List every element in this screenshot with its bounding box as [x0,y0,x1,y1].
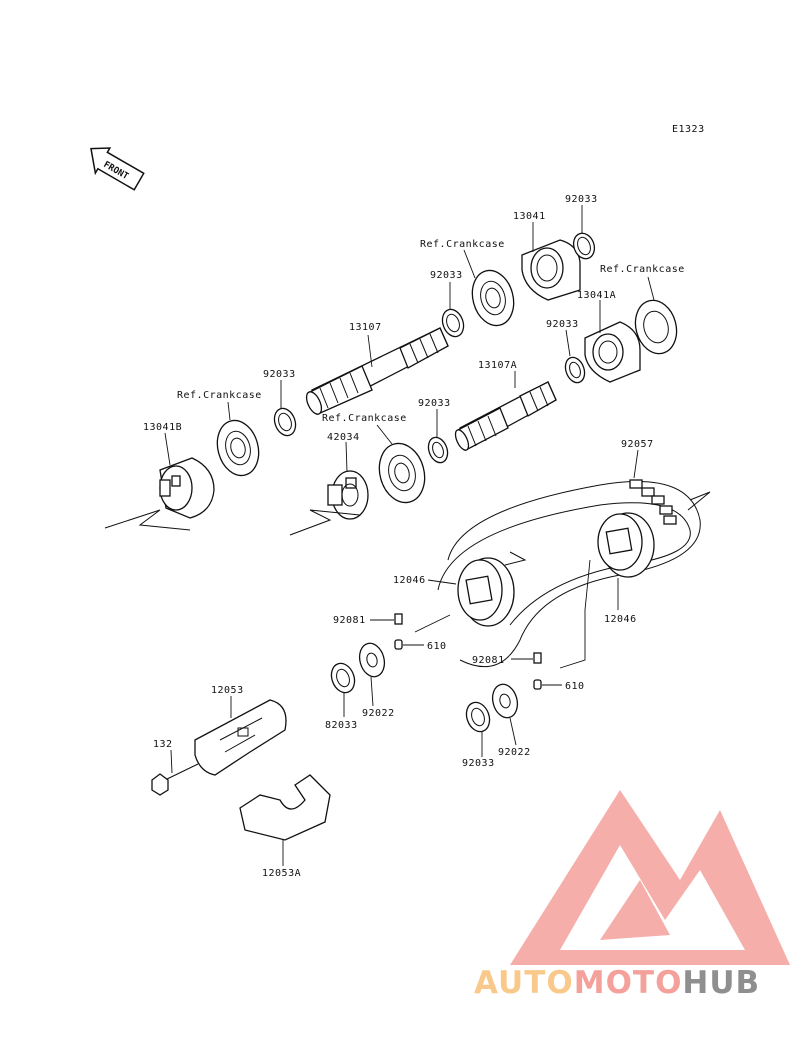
chain-92057 [437,479,711,668]
shaft-13107a [454,381,557,451]
label-12053: 12053 [211,685,244,696]
label-13041a: 13041A [577,290,616,301]
label-610-right: 610 [565,681,585,692]
label-ref-crankcase-right: Ref.Crankcase [600,264,685,275]
part-92033-a [441,308,465,338]
part-610-right [533,679,542,690]
label-13107a: 13107A [478,360,517,371]
part-42034 [327,470,369,520]
part-92033-b [273,407,297,437]
front-arrow-icon: FRONT [90,147,145,191]
sprocket-12046-right [597,512,655,578]
label-92033-c: 92033 [263,369,296,380]
label-92033-bottom: 92033 [462,758,495,769]
guide-12053 [194,699,287,776]
label-13041b: 13041B [143,422,182,433]
guide-12053a [239,774,331,841]
label-92022-right: 92022 [498,747,531,758]
part-92081-left [394,613,403,625]
label-92081-left: 92081 [333,615,366,626]
label-610-left: 610 [427,641,447,652]
watermark-text: AUTOMOTOHUB [474,965,760,1001]
circlip-82033 [330,662,356,694]
label-12046-left: 12046 [393,575,426,586]
bolt-132 [151,763,199,796]
part-92081-right [533,652,542,664]
label-92033-a: 92033 [430,270,463,281]
label-42034: 42034 [327,432,360,443]
part-92033-c-circlip [564,356,586,384]
label-12053a: 12053A [262,868,301,879]
diagram-code: E1323 [672,124,705,135]
label-92033-b: 92033 [546,319,579,330]
label-92081-right: 92081 [472,655,505,666]
label-92033-d: 92033 [418,398,451,409]
bearing-right [634,299,678,355]
label-82033: 82033 [325,720,358,731]
washer-92022-right [491,683,519,719]
part-610-left [394,639,403,650]
bearing-mid [378,442,426,504]
bearing-left [216,419,260,477]
label-ref-crankcase-mid: Ref.Crankcase [322,413,407,424]
label-13041: 13041 [513,211,546,222]
sprocket-12046-left [457,557,515,627]
label-92033-top: 92033 [565,194,598,205]
circlip-92033-bottom [465,701,491,733]
label-92057: 92057 [621,439,654,450]
leader-lines [164,205,655,866]
part-13041b [159,457,215,519]
label-ref-crankcase-left: Ref.Crankcase [177,390,262,401]
washer-92022-left [358,642,386,678]
watermark-logo [510,790,790,965]
label-13107: 13107 [349,322,382,333]
label-12046-right: 12046 [604,614,637,625]
part-92033-d [427,436,449,464]
label-92022-left: 92022 [362,708,395,719]
part-13041 [521,239,581,301]
part-92033-top [572,232,596,260]
label-ref-crankcase-top: Ref.Crankcase [420,239,505,250]
label-132: 132 [153,739,173,750]
shaft-13107 [305,327,449,415]
bearing-top [471,269,515,327]
part-13041a [584,321,641,383]
